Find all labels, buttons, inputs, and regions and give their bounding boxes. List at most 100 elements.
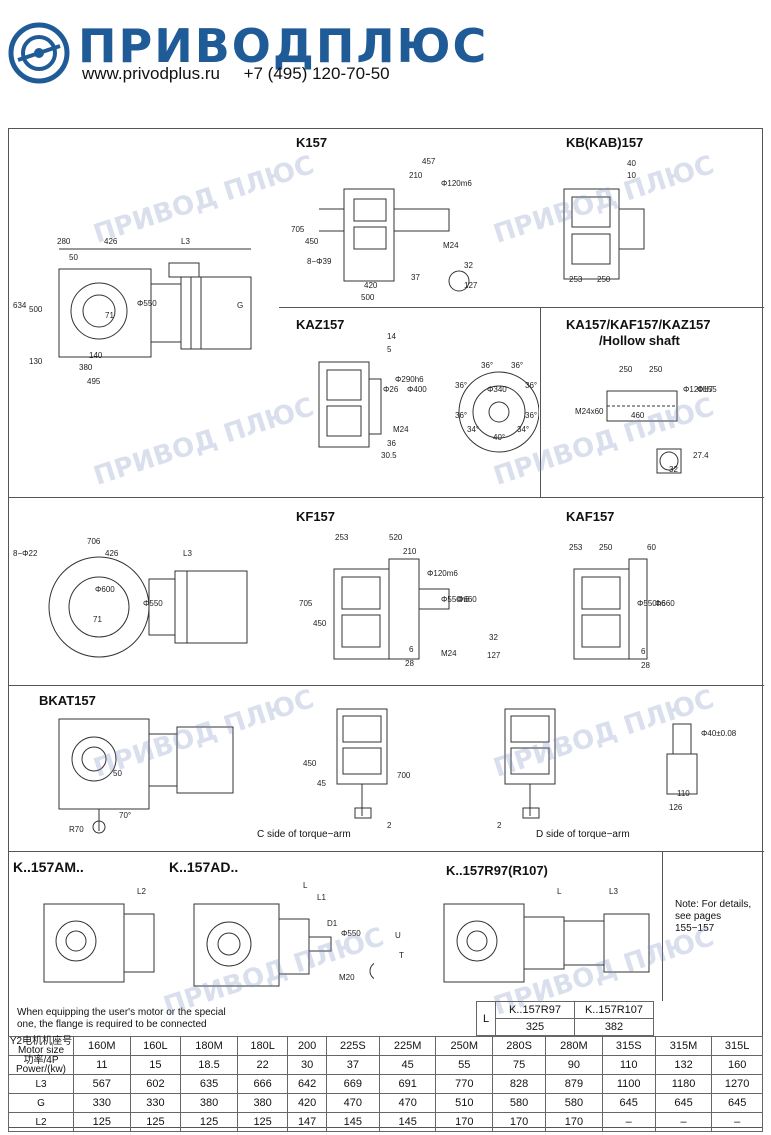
dimension-label: 110 bbox=[677, 789, 690, 798]
dimension-label: M24x60 bbox=[575, 407, 604, 416]
dimension-label: L2 bbox=[137, 887, 146, 896]
dimension-label: Φ340 bbox=[487, 385, 507, 394]
kb157-drawing bbox=[563, 188, 645, 280]
table-cell: – bbox=[711, 1112, 763, 1132]
table-cell: 470 bbox=[378, 1093, 437, 1113]
table-cell: 170 bbox=[545, 1112, 603, 1132]
table-cell: 22 bbox=[236, 1055, 289, 1075]
table-cell: 330 bbox=[73, 1093, 131, 1113]
table-cell: 170 bbox=[435, 1112, 494, 1132]
details-note: Note: For details, see pages 155−157 bbox=[675, 899, 752, 934]
table-cell: 125 bbox=[236, 1112, 289, 1132]
dimension-label: G bbox=[237, 301, 244, 310]
k157r97-drawing bbox=[443, 903, 650, 983]
dimension-label: U bbox=[395, 931, 401, 940]
dimension-label: 450 bbox=[313, 619, 327, 628]
flange-note: When equipping the user's motor or the s… bbox=[17, 1007, 226, 1030]
dimension-label: Φ550 bbox=[143, 599, 163, 608]
dimension-label: M20 bbox=[339, 973, 355, 982]
table-cell: 160L bbox=[129, 1036, 182, 1056]
dimension-label: 36° bbox=[525, 381, 538, 390]
table-cell: 330 bbox=[129, 1093, 182, 1113]
dimension-label: 495 bbox=[87, 377, 101, 386]
table-cell: K..157R107 bbox=[574, 1001, 654, 1019]
dimension-label: Φ660 bbox=[655, 599, 675, 608]
dimension-label: 460 bbox=[631, 411, 645, 420]
table-cell: 315L bbox=[711, 1036, 763, 1056]
dimension-label: 14 bbox=[387, 332, 396, 341]
dimension-label: 253 bbox=[569, 543, 583, 552]
dimension-label: 34° bbox=[517, 425, 530, 434]
title-kb157: KB(KAB)157 bbox=[566, 135, 644, 150]
k157ad-drawing bbox=[193, 903, 374, 987]
dimension-label: 70° bbox=[119, 811, 132, 820]
dimension-label: L3 bbox=[181, 237, 190, 246]
dimension-label: L1 bbox=[317, 893, 326, 902]
dimension-label: 6 bbox=[641, 647, 646, 656]
torque-arm-d-drawing bbox=[504, 708, 556, 819]
dimension-label: 6 bbox=[409, 645, 414, 654]
dimension-label: Φ120m6 bbox=[427, 569, 458, 578]
dimension-label: M24 bbox=[393, 425, 409, 434]
dimension-label: D1 bbox=[327, 919, 338, 928]
table-cell: 125 bbox=[180, 1112, 238, 1132]
website-link[interactable]: www.privodplus.ru bbox=[82, 64, 220, 83]
dimension-label: 253 bbox=[569, 275, 583, 284]
table-cell: – bbox=[601, 1112, 656, 1132]
table-cell: 645 bbox=[711, 1093, 763, 1113]
title-kaf157: KAF157 bbox=[566, 509, 615, 524]
dimension-label: 34° bbox=[467, 425, 480, 434]
table-cell: 645 bbox=[601, 1093, 656, 1113]
table-cell: 691 bbox=[378, 1074, 437, 1094]
dimension-label: 450 bbox=[303, 759, 317, 768]
table-cell: 18.5 bbox=[180, 1055, 238, 1075]
dimension-label: 420 bbox=[364, 281, 378, 290]
dimension-label: 32 bbox=[669, 465, 678, 474]
dimension-label: 130 bbox=[29, 357, 43, 366]
watermark: ПРИВОД ПЛЮС bbox=[89, 392, 318, 492]
table-cell: 200 bbox=[287, 1036, 327, 1056]
bkat157-drawing bbox=[58, 718, 234, 834]
dimension-label: Φ40±0.08 bbox=[701, 729, 737, 738]
dimension-label: 10 bbox=[627, 171, 636, 180]
title-kf157: KF157 bbox=[296, 509, 336, 524]
table-cell: 382 bbox=[574, 1018, 654, 1036]
dimension-label: M24 bbox=[443, 241, 459, 250]
title-kaz157: KAZ157 bbox=[296, 317, 345, 332]
dimension-label: 126 bbox=[669, 803, 683, 812]
table-cell: 642 bbox=[287, 1074, 327, 1094]
dimension-label: 40 bbox=[627, 159, 636, 168]
table-cell: 420 bbox=[287, 1093, 327, 1113]
table-cell: 180L bbox=[236, 1036, 289, 1056]
dimension-label: L3 bbox=[183, 549, 192, 558]
dimension-label: 8−Φ39 bbox=[307, 257, 332, 266]
table-cell: 380 bbox=[180, 1093, 238, 1113]
dimension-label: 500 bbox=[29, 305, 43, 314]
dimension-label: 36 bbox=[387, 439, 396, 448]
table-cell: 635 bbox=[180, 1074, 238, 1094]
table-cell: 145 bbox=[378, 1112, 437, 1132]
dimension-label: 50 bbox=[69, 253, 78, 262]
table-cell: 45 bbox=[378, 1055, 437, 1075]
row-header: L3 bbox=[8, 1074, 74, 1094]
dimension-label: 30.5 bbox=[381, 451, 397, 460]
dimension-label: 50 bbox=[113, 769, 122, 778]
dimension-label: 253 bbox=[335, 533, 349, 542]
title-k157r97: K..157R97(R107) bbox=[446, 863, 548, 878]
gear-logo-icon bbox=[8, 22, 70, 84]
dimension-label: 450 bbox=[305, 237, 319, 246]
table-cell: 37 bbox=[325, 1055, 380, 1075]
table-cell: 669 bbox=[325, 1074, 380, 1094]
dimension-label: 28 bbox=[405, 659, 414, 668]
dimension-label: Φ550h6 bbox=[637, 599, 666, 608]
table-cell: 315S bbox=[601, 1036, 656, 1056]
table-cell: 879 bbox=[545, 1074, 603, 1094]
dimension-label: 380 bbox=[79, 363, 93, 372]
table-cell: 580 bbox=[545, 1093, 603, 1113]
